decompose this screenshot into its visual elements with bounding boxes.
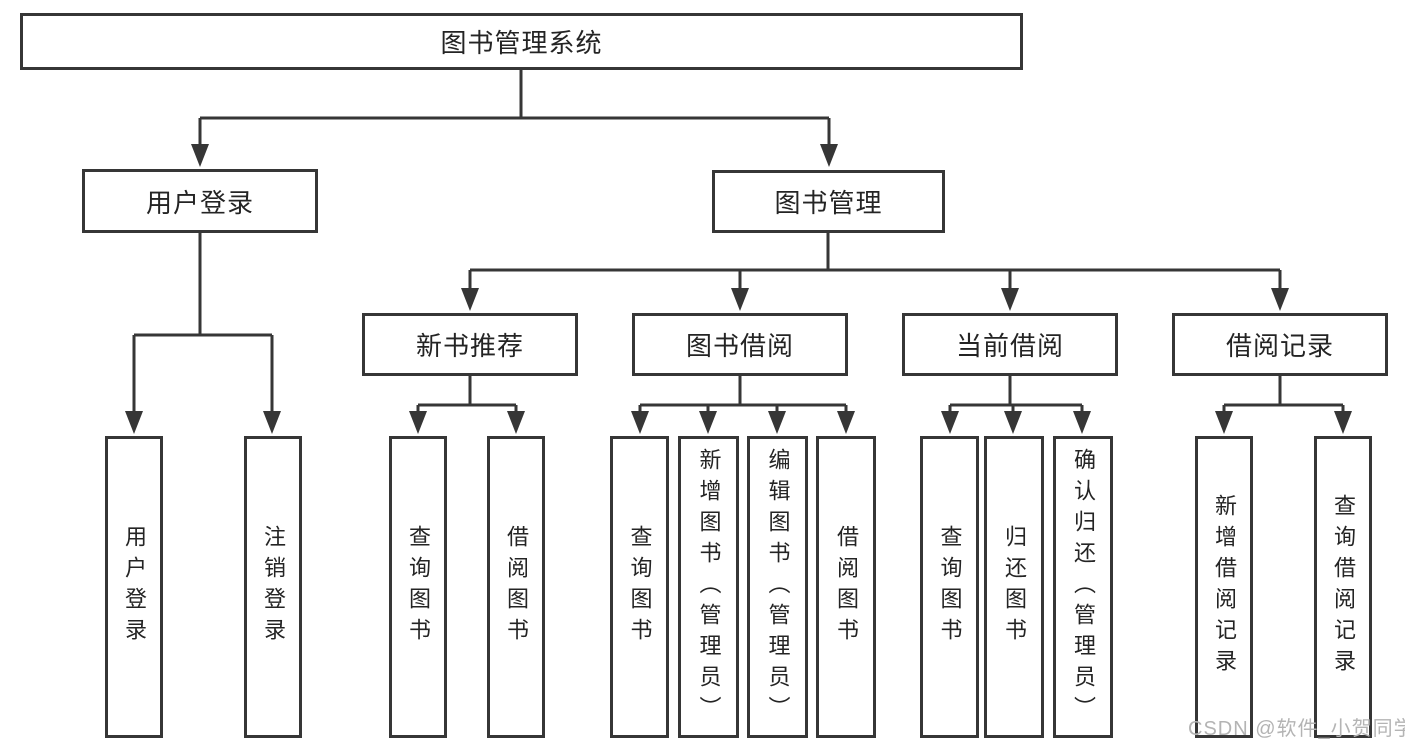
arrowhead-icon [837, 411, 855, 434]
node-borrow-record: 借阅记录 [1172, 313, 1388, 376]
arrowheads [125, 144, 1352, 434]
arrowhead-icon [191, 144, 209, 167]
node-user-login: 用户登录 [82, 169, 318, 233]
leaf-logout-login: 注销登录 [244, 436, 302, 738]
node-label: 图书管理 [774, 188, 883, 218]
arrowhead-icon [631, 411, 649, 434]
arrowhead-icon [699, 411, 717, 434]
arrowhead-icon [409, 411, 427, 434]
leaf-return-books: 归还图书 [984, 436, 1044, 738]
node-label: 借阅图书 [834, 525, 859, 649]
leaf-edit-books-admin: 编辑图书（管理员） [747, 436, 808, 738]
leaf-user-login: 用户登录 [105, 436, 163, 738]
leaf-borrow-books-recommend: 借阅图书 [487, 436, 545, 738]
connector-new-book [416, 376, 518, 413]
arrowhead-icon [941, 411, 959, 434]
node-current-borrow: 当前借阅 [902, 313, 1118, 376]
connector-borrow-record [1222, 376, 1345, 413]
arrowhead-icon [1073, 411, 1091, 434]
node-label: 图书管理系统 [440, 28, 603, 58]
node-label: 借阅记录 [1225, 331, 1334, 361]
node-label: 用户登录 [145, 187, 254, 218]
leaf-query-borrow-record: 查询借阅记录 [1314, 436, 1372, 738]
arrowhead-icon [1271, 288, 1289, 311]
node-label: 新书推荐 [415, 331, 524, 361]
node-book-management: 图书管理 [712, 170, 945, 233]
connector-book-management [468, 233, 1282, 290]
node-book-borrow: 图书借阅 [632, 313, 848, 376]
node-label: 当前借阅 [955, 331, 1064, 361]
node-label: 查询借阅记录 [1331, 494, 1356, 680]
node-label: 查询图书 [627, 525, 653, 649]
arrowhead-icon [731, 288, 749, 311]
arrowhead-icon [1001, 288, 1019, 311]
leaf-borrow-books: 借阅图书 [816, 436, 876, 738]
node-label: 注销登录 [261, 525, 286, 649]
connector-user-login [132, 232, 274, 413]
arrowhead-icon [507, 411, 525, 434]
connector-book-borrow [638, 376, 848, 413]
connector-root [198, 69, 831, 146]
connector-current-borrow [948, 376, 1084, 413]
leaf-query-books-recommend: 查询图书 [389, 436, 447, 738]
leaf-add-books-admin: 新增图书（管理员） [678, 436, 739, 738]
node-label: 确认归还（管理员） [1071, 447, 1096, 727]
node-label: 用户登录 [122, 525, 147, 649]
node-label: 编辑图书（管理员） [765, 447, 791, 727]
arrowhead-icon [461, 288, 479, 311]
node-library-management-system: 图书管理系统 [20, 13, 1023, 70]
node-label: 借阅图书 [504, 525, 529, 649]
node-label: 归还图书 [1002, 525, 1027, 649]
node-label: 查询图书 [937, 525, 963, 649]
watermark: CSDN @软件_小贺同学 [1188, 718, 1405, 740]
node-label: 图书借阅 [685, 331, 794, 361]
node-label: 新增图书（管理员） [696, 447, 722, 727]
arrowhead-icon [1215, 411, 1233, 434]
arrowhead-icon [125, 411, 143, 434]
node-label: 查询图书 [406, 525, 431, 649]
leaf-query-books-borrow: 查询图书 [610, 436, 669, 738]
arrowhead-icon [820, 144, 838, 167]
leaf-confirm-return-admin: 确认归还（管理员） [1053, 436, 1113, 738]
leaf-query-books-current: 查询图书 [920, 436, 979, 738]
node-new-book-recommend: 新书推荐 [362, 313, 578, 376]
node-label: 新增借阅记录 [1212, 494, 1237, 680]
arrowhead-icon [1334, 411, 1352, 434]
arrowhead-icon [263, 411, 281, 434]
arrowhead-icon [768, 411, 786, 434]
leaf-add-borrow-record: 新增借阅记录 [1195, 436, 1253, 738]
arrowhead-icon [1004, 411, 1022, 434]
